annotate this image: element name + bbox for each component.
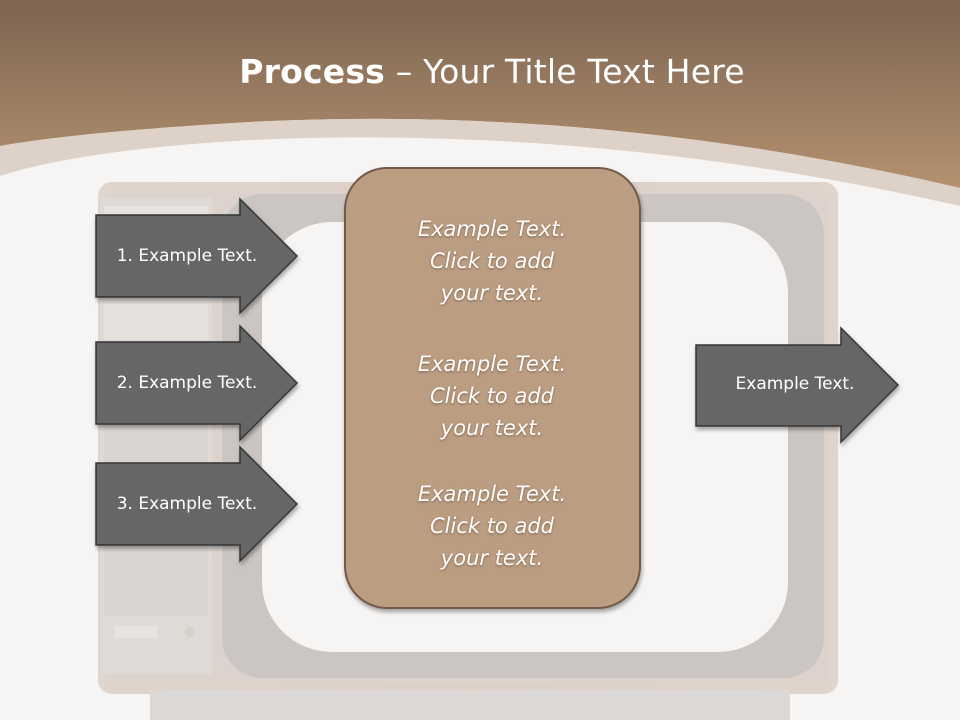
step-1-label: 1. Example Text. <box>116 246 258 266</box>
panel-text-line: Click to add <box>429 249 554 273</box>
panel-text-line: Click to add <box>429 384 554 408</box>
panel-text-block-1: Example Text. Click to add your text. <box>346 213 638 309</box>
panel-text-block-3: Example Text. Click to add your text. <box>346 478 638 574</box>
step-3-arrow <box>95 445 299 563</box>
step-3-label: 3. Example Text. <box>116 494 258 514</box>
panel-text-line: Example Text. <box>417 217 567 241</box>
header-band <box>0 0 960 188</box>
panel-text-line: Example Text. <box>417 482 567 506</box>
step-2-arrow <box>95 324 299 442</box>
title-rest: – Your Title Text Here <box>385 52 745 91</box>
panel-text-line: your text. <box>440 416 544 440</box>
output-label: Example Text. <box>735 374 855 394</box>
panel-text-line: your text. <box>440 546 544 570</box>
center-panel <box>344 167 641 609</box>
panel-text-line: Click to add <box>429 514 554 538</box>
output-arrow <box>695 326 900 444</box>
step-2-label: 2. Example Text. <box>116 373 258 393</box>
panel-text-block-2: Example Text. Click to add your text. <box>346 348 638 444</box>
header-arc-stripe <box>0 118 960 206</box>
panel-text-line: Example Text. <box>417 352 567 376</box>
slide-title: Process – Your Title Text Here <box>0 52 960 91</box>
step-1-arrow <box>95 197 299 315</box>
title-bold: Process <box>239 52 386 91</box>
panel-text-line: your text. <box>440 281 544 305</box>
